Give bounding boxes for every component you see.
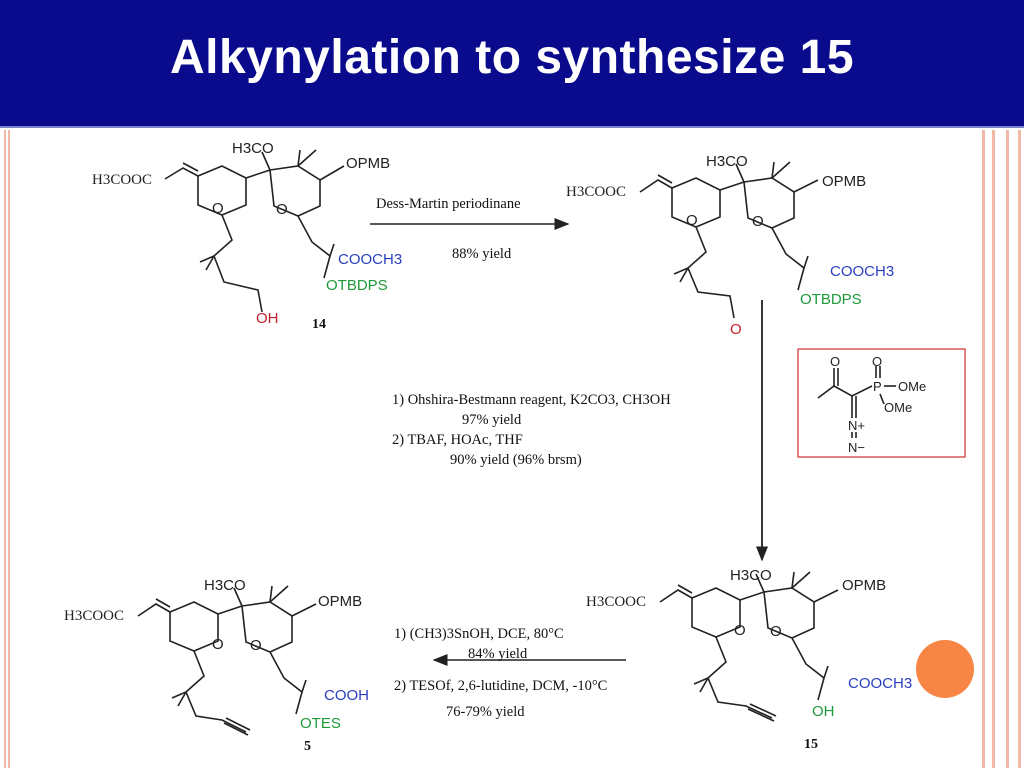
step3-line4: 76-79% yield [446,704,525,720]
c5-methoxy-label: H3CO [204,577,246,594]
c14-hydroxyl-label: OH [256,310,279,327]
reagent-structure-box: O O P OMe OMe N+ N− [797,348,966,458]
c5-ring-o1: O [212,636,224,653]
c5-ester-label: H3COOC [64,608,124,624]
ald-silyl-label: OTBDPS [800,291,862,308]
c14-pmb-label: OPMB [346,155,390,172]
c5-ring-o2: O [250,637,262,654]
step2-line1: 1) Ohshira-Bestmann reagent, K2CO3, CH3O… [392,392,671,408]
step3-line1: 1) (CH3)3SnOH, DCE, 80°C [394,626,564,642]
step2-line2: 97% yield [462,412,522,428]
ald-ester2-label: COOCH3 [830,263,894,280]
right-frame-border [980,130,1024,768]
aldehyde-intermediate: H3COOC H3CO OPMB O O COOCH3 OTBDPS O [566,153,894,562]
reagent-n-plus: N+ [848,418,865,433]
reagent-ome2: OMe [884,400,912,415]
c14-methoxy-label: H3CO [232,140,274,157]
c15-pmb-label: OPMB [842,577,886,594]
c15-compound-number: 15 [804,737,818,752]
c14-compound-number: 14 [312,317,326,332]
c14-ester2-label: COOCH3 [338,251,402,268]
c15-ring-o1: O [734,622,746,639]
reagent-ome1: OMe [898,379,926,394]
step3-line2: 84% yield [468,646,528,662]
c5-silyl-label: OTES [300,715,341,732]
reagent-o2: O [872,354,882,369]
step2-line3: 2) TBAF, HOAc, THF [392,432,523,448]
ald-ring-o2: O [752,213,764,230]
compound-14: H3COOC H3CO OPMB O O COOCH3 OTBDPS OH 14 [92,140,402,332]
step2-line4: 90% yield (96% brsm) [450,452,582,468]
step1-yield: 88% yield [452,246,512,262]
left-frame-border [4,130,10,768]
reagent-o1: O [830,354,840,369]
compound-15: H3COOC H3CO OPMB O O COOCH3 OH 15 [586,567,912,752]
orange-dot-decoration [916,640,974,698]
c15-ring-o2: O [770,623,782,640]
title-bar: Alkynylation to synthesize 15 [0,0,1024,128]
c15-hydroxyl-label: OH [812,703,835,720]
ald-ring-o1: O [686,212,698,229]
slide-title: Alkynylation to synthesize 15 [169,31,855,84]
c15-methoxy-label: H3CO [730,567,772,584]
ald-ester-label: H3COOC [566,184,626,200]
c5-compound-number: 5 [304,739,311,754]
c14-ring-o1: O [212,200,224,217]
reagent-p: P [873,379,882,394]
c14-ester-label: H3COOC [92,172,152,188]
ald-methoxy-label: H3CO [706,153,748,170]
reagent-n-minus: N− [848,440,865,455]
ald-pmb-label: OPMB [822,173,866,190]
c5-acid-label: COOH [324,687,369,704]
step3-line3: 2) TESOf, 2,6-lutidine, DCM, -10°C [394,678,607,694]
c15-ester2-label: COOCH3 [848,675,912,692]
step1-reagent: Dess-Martin periodinane [376,196,521,212]
c15-ester-label: H3COOC [586,594,646,610]
c14-ring-o2: O [276,201,288,218]
c5-pmb-label: OPMB [318,593,362,610]
compound-5: H3COOC H3CO OPMB O O COOH OTES 5 [64,577,369,754]
ald-carbonyl-o: O [730,321,742,338]
c14-silyl-label: OTBDPS [326,277,388,294]
